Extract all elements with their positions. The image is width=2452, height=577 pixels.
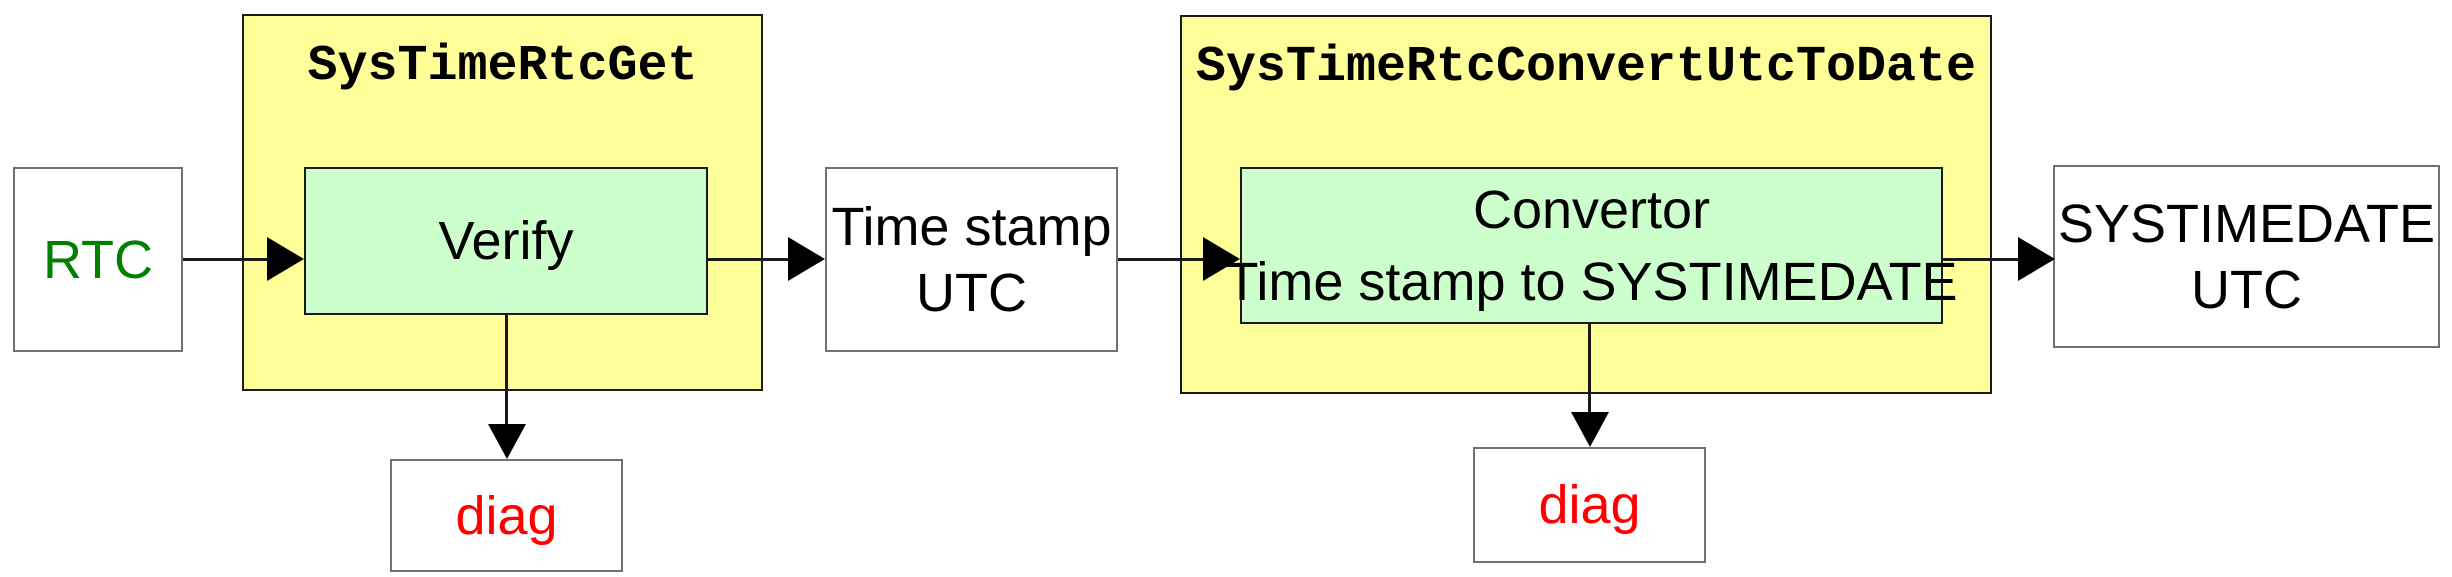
systimertcconvertutctodate-group-title: SysTimeRtcConvertUtcToDate (1195, 39, 1977, 96)
convertor-block: Convertor Time stamp to SYSTIMEDATE (1225, 167, 1958, 324)
convertor-label-line1: Convertor (1472, 179, 1711, 240)
timestamp-utc-label-line1: Time stamp (831, 196, 1112, 257)
systimertcget-group-title: SysTimeRtcGet (307, 38, 698, 95)
diag-label-1: diag (455, 485, 558, 546)
rtc-box: RTC (13, 167, 183, 352)
arrow-head-convertor-to-systimedate (2018, 237, 2055, 281)
arrow-line-convertor-to-diag (1588, 324, 1591, 414)
rtc-label: RTC (42, 229, 153, 290)
systimedate-utc-label-line1: SYSTIMEDATE (2057, 193, 2436, 254)
arrow-head-verify-to-timestamp (788, 237, 825, 281)
arrow-head-verify-to-diag (488, 424, 526, 459)
arrow-line-timestamp-to-convertor (1118, 258, 1205, 261)
arrow-line-verify-to-timestamp (708, 258, 790, 261)
systimedate-utc-label-line2: UTC (2191, 259, 2302, 320)
arrow-line-verify-to-diag (505, 315, 508, 427)
convertor-label-line2: Time stamp to SYSTIMEDATE (1225, 251, 1958, 312)
arrow-head-convertor-to-diag (1571, 412, 1609, 447)
timestamp-utc-label-line2: UTC (916, 262, 1027, 323)
diag-box-2: diag (1473, 447, 1706, 563)
arrow-line-rtc-to-verify (183, 258, 269, 261)
verify-label: Verify (438, 211, 574, 271)
verify-block: Verify (304, 167, 708, 315)
arrow-head-timestamp-to-convertor (1203, 237, 1240, 281)
diag-box-1: diag (390, 459, 623, 572)
arrow-head-rtc-to-verify (267, 237, 304, 281)
systimedate-utc-box: SYSTIMEDATE UTC (2053, 165, 2440, 348)
arrow-line-convertor-to-systimedate (1943, 258, 2020, 261)
diag-label-2: diag (1538, 475, 1641, 535)
timestamp-utc-box: Time stamp UTC (825, 167, 1118, 352)
